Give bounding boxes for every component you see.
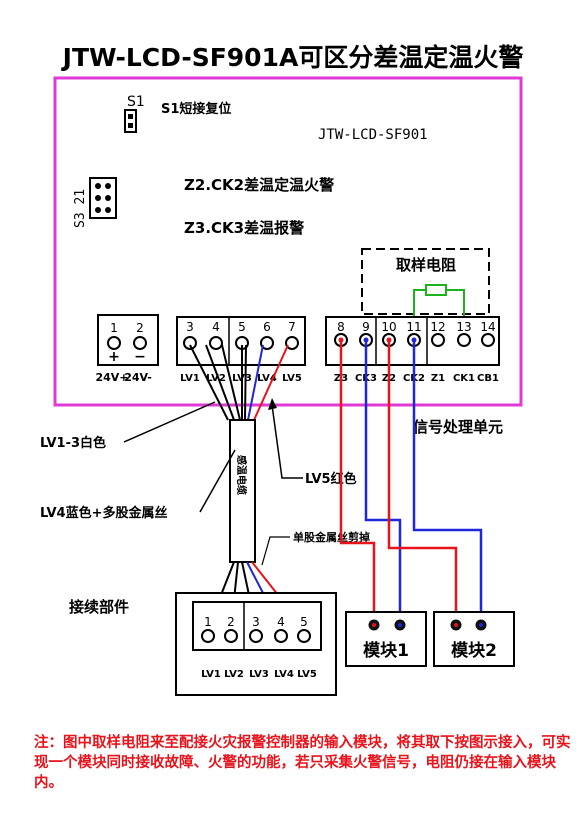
module-2: 模块2 (433, 611, 515, 667)
lv-terminal-number: 3 (186, 320, 194, 334)
lv4-pointer (199, 449, 236, 513)
lv5-label: LV5红色 (305, 471, 357, 487)
ck-terminal-screw (431, 333, 445, 347)
signal-unit-label: 信号处理单元 (413, 418, 503, 436)
lv-terminal-label: LV4 (257, 373, 277, 384)
lv-terminal-number: 7 (288, 320, 296, 334)
ck-terminal-number: 8 (337, 320, 345, 334)
z2-desc: Z2.CK2差温定温火警 (184, 176, 334, 194)
power-terminal-screw (133, 336, 147, 350)
power-terminal-label: 24V- (124, 371, 152, 384)
footnote: 注：图中取样电阻来至配接火灾报警控制器的输入模块，将其取下按图示接入，可实现一个… (34, 735, 571, 791)
ck-terminal-screw (457, 333, 471, 347)
lv-terminal-label: LV1 (180, 373, 200, 384)
connector-terminal-number: 3 (252, 615, 260, 629)
module-wires (339, 340, 483, 624)
lv5-pointer (271, 404, 303, 479)
ck-terminal-screw (481, 333, 495, 347)
lv-terminal-number: 5 (238, 320, 246, 334)
ck-terminal-number: 14 (480, 320, 495, 334)
ck-terminal-label: Z1 (431, 373, 445, 384)
sampling-resistor-label: 取样电阻 (396, 256, 456, 274)
s1-desc: S1短接复位 (161, 101, 231, 117)
ck-terminal-label: CB1 (477, 373, 499, 384)
connector-terminal-label: LV2 (224, 669, 244, 680)
lv13-label: LV1-3白色 (40, 435, 106, 451)
s3-label: S3 21 (73, 189, 88, 228)
connector-terminal-number: 5 (300, 615, 308, 629)
lv-terminal-screw (285, 336, 299, 350)
connector-terminal-number: 4 (277, 615, 285, 629)
connector-terminal-label: LV1 (201, 669, 221, 680)
ck-terminal-number: 9 (362, 320, 370, 334)
sampling-resistor-box (361, 248, 490, 315)
board-outline (53, 76, 523, 407)
cut-label: 单股金属丝剪掉 (293, 530, 370, 544)
connector-terminal-label: LV4 (274, 669, 294, 680)
connector-terminal-screw (224, 629, 238, 643)
connector-terminal-number: 2 (227, 615, 235, 629)
ck-terminal-number: 10 (381, 320, 396, 334)
lv-terminal-number: 6 (263, 320, 271, 334)
s1-jumper (124, 109, 137, 133)
connector-terminal-number: 1 (204, 615, 212, 629)
module-1: 模块1 (345, 611, 427, 667)
power-terminal-label: 24V+ (95, 371, 128, 384)
connector-terminal-label: LV3 (249, 669, 269, 680)
power-terminal-number: 1 (110, 321, 118, 335)
power-terminal-block (97, 314, 159, 366)
ck-terminal-number: 13 (456, 320, 471, 334)
module-2-label: 模块2 (451, 640, 497, 661)
s1-label: S1 (127, 94, 145, 110)
power-terminal-sign: − (134, 349, 146, 365)
lv-terminal-screw (183, 336, 197, 350)
cable-wires-top (189, 344, 289, 421)
lv-terminal-number: 4 (212, 320, 220, 334)
lv5-arrowhead (268, 398, 277, 410)
cut-pointer (261, 536, 290, 566)
lv-terminal-screw (209, 336, 223, 350)
connector-terminal-screw (201, 629, 215, 643)
connector-title: 接续部件 (69, 598, 129, 616)
lv-terminal-screw (260, 336, 274, 350)
power-terminal-sign: + (108, 349, 120, 365)
connector-terminal-screw (297, 629, 311, 643)
z3-desc: Z3.CK3差温报警 (184, 219, 304, 237)
module-1-label: 模块1 (363, 640, 409, 661)
lv-terminal-label: LV5 (282, 373, 302, 384)
ck-terminal-number: 11 (406, 320, 421, 334)
power-terminal-number: 2 (136, 321, 144, 335)
diagram-title: JTW-LCD-SF901A可区分差温定温火警 (61, 43, 524, 72)
ck-terminal-number: 12 (430, 320, 445, 334)
connector-terminal-screw (249, 629, 263, 643)
s3-jumper (89, 177, 117, 219)
lv4-label: LV4蓝色+多股金属丝 (40, 505, 168, 521)
connector-terminal-screw (274, 629, 288, 643)
cable-label: 感温电缆 (235, 455, 248, 495)
power-terminal-screw (107, 336, 121, 350)
lv-terminal-label: LV2 (206, 373, 226, 384)
lv13-pointer (123, 401, 216, 443)
board-model: JTW-LCD-SF901 (318, 127, 428, 143)
ck-terminal-label: CK1 (453, 373, 475, 384)
connector-terminal-label: LV5 (297, 669, 317, 680)
